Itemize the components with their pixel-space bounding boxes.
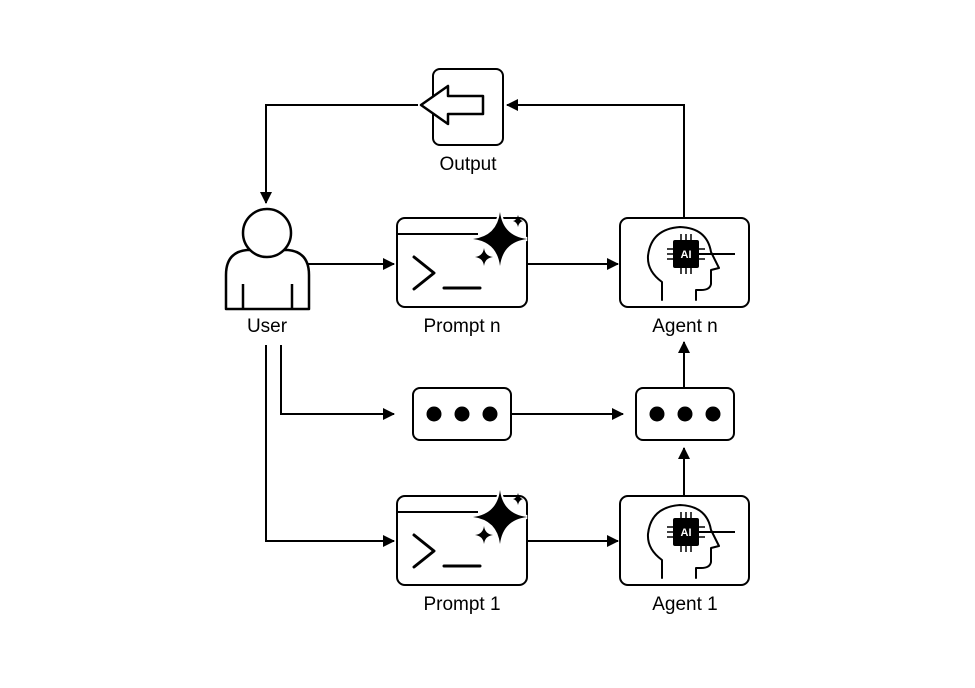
agent-1-label: Agent 1 — [652, 594, 718, 615]
prompt-chevron-icon — [412, 533, 436, 569]
sparkle-tiny-icon — [513, 493, 523, 505]
edge-user-to-prompt-mid — [280, 345, 395, 420]
edge-agent-n-to-output — [506, 99, 685, 217]
ai-chip-text: AI — [681, 527, 692, 539]
node-agent-1: AI Agent 1 — [619, 495, 750, 615]
edge-output-to-user — [260, 104, 418, 204]
ai-head-chip-icon: AI — [646, 504, 735, 579]
sparkle-small-icon — [474, 247, 494, 267]
ellipsis-icon — [649, 406, 721, 422]
node-output: Output — [419, 68, 504, 175]
node-prompt-1: Prompt 1 — [396, 489, 528, 615]
sparkle-large-icon — [472, 489, 528, 545]
prompt-chevron-icon — [412, 255, 436, 291]
sparkle-tiny-icon — [513, 215, 523, 227]
ai-head-chip-icon: AI — [646, 226, 735, 301]
agent-n-label: Agent n — [652, 316, 718, 337]
node-user: User — [224, 207, 311, 337]
prompt-1-label: Prompt 1 — [423, 594, 500, 615]
sparkle-small-icon — [474, 525, 494, 545]
ellipsis-icon — [426, 406, 498, 422]
node-prompt-ellipsis — [412, 387, 512, 441]
edge-user-to-prompt-1 — [265, 345, 395, 547]
edges — [260, 99, 690, 547]
sparkle-large-icon — [472, 211, 528, 267]
node-agent-n: AI Agent n — [619, 217, 750, 337]
output-label: Output — [439, 154, 497, 175]
arrow-left-icon — [419, 84, 485, 126]
node-agent-ellipsis — [635, 387, 735, 441]
ai-chip-text: AI — [681, 249, 692, 261]
node-prompt-n: Prompt n — [396, 211, 528, 337]
prompt-n-label: Prompt n — [423, 316, 500, 337]
user-icon — [224, 207, 311, 311]
user-label: User — [247, 316, 288, 337]
